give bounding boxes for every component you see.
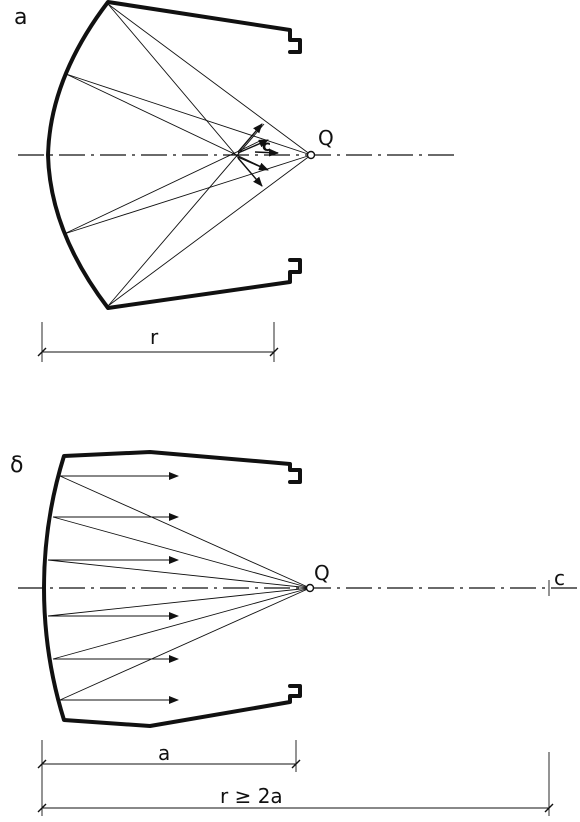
diagram-b-dimension-r — [37, 752, 554, 816]
diagram-b-rays — [47, 475, 311, 701]
diagram-b-dimension-r-label: r ≥ 2a — [220, 784, 283, 808]
diagram-b-dimension-a — [37, 740, 301, 816]
diagram-b-source-label: Q — [314, 561, 330, 585]
diagram-b-dimension-a-label: a — [158, 741, 170, 765]
diagram-a-dimension-r — [37, 322, 279, 362]
diagram-b: δ Q c — [10, 450, 578, 816]
diagram-b-light-source — [305, 583, 315, 593]
diagram-a: a c Q — [14, 0, 460, 362]
diagram-a-light-source — [306, 150, 316, 160]
diagram-b-reflector-body — [42, 450, 302, 728]
diagram-a-arrows — [237, 123, 279, 187]
diagram-b-parallel-rays — [48, 472, 179, 704]
diagram-b-center-label: c — [554, 566, 565, 590]
diagram-a-label: a — [14, 5, 27, 30]
diagram-a-reflector-body — [46, 0, 302, 310]
diagram-a-source-label: Q — [318, 126, 334, 150]
diagram-a-dimension-r-label: r — [150, 325, 159, 349]
diagram-a-rays — [63, 3, 312, 307]
diagram-a-center-label: c — [262, 137, 271, 155]
diagram-b-label: δ — [10, 453, 23, 478]
